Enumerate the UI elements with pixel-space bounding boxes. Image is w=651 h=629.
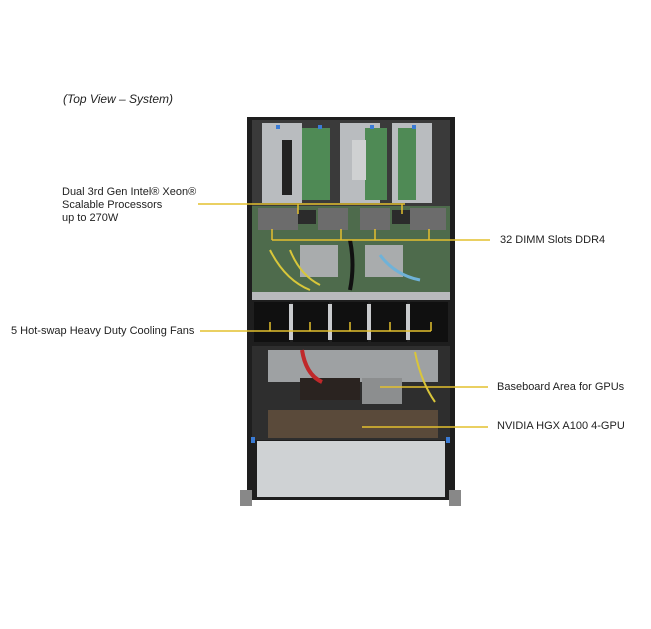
cpu-label-line1: Dual 3rd Gen Intel® Xeon®: [62, 186, 197, 198]
callout-lines: [198, 203, 490, 428]
cpu-callout-label: Dual 3rd Gen Intel® Xeon® Scalable Proce…: [62, 186, 196, 225]
view-title: (Top View – System): [63, 92, 174, 106]
dimm-callout-label: 32 DIMM Slots DDR4: [500, 234, 606, 246]
dimm-callout-line: [271, 229, 490, 241]
riser-cards: [262, 123, 432, 203]
cooling-fans: [254, 302, 448, 342]
dimm-slots: [258, 208, 446, 230]
fans-callout-label: 5 Hot-swap Heavy Duty Cooling Fans: [11, 325, 195, 337]
gpu-callout-label: NVIDIA HGX A100 4-GPU: [497, 420, 625, 432]
baseboard-callout-label: Baseboard Area for GPUs: [497, 381, 625, 393]
fans-callout-line: [200, 322, 432, 332]
server-chassis: [240, 117, 461, 506]
cpu-label-line2: Scalable Processors: [62, 199, 163, 211]
cpu-callout-line: [198, 203, 405, 214]
cpu-label-line3: up to 270W: [62, 212, 119, 224]
